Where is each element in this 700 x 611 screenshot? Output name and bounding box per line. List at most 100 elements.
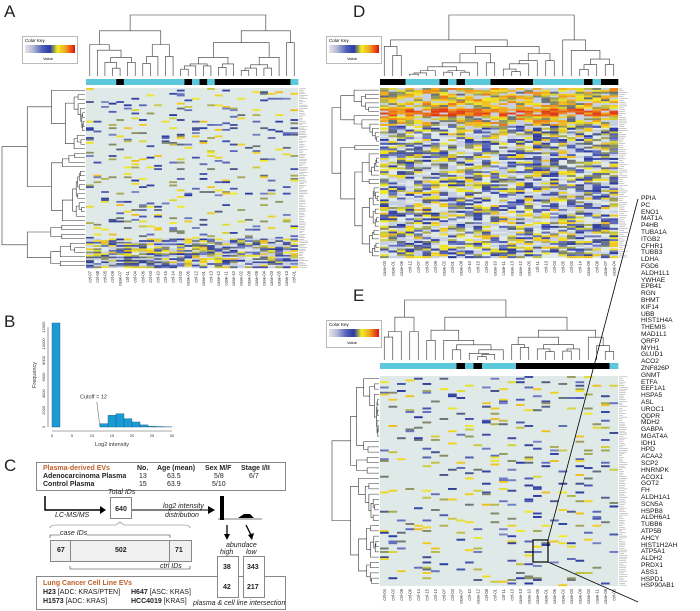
heatmap-cell	[490, 140, 500, 143]
heatmap-cell	[108, 256, 117, 259]
heatmap-cell	[524, 252, 534, 255]
heatmap-cell	[252, 240, 261, 243]
heatmap-cell	[169, 184, 178, 187]
heatmap-cell	[550, 101, 559, 104]
heatmap-cell	[567, 186, 576, 189]
heatmap-cell	[499, 129, 508, 132]
heatmap-cell	[499, 108, 508, 111]
heatmap-cell	[601, 496, 610, 499]
heatmap-cell	[169, 199, 178, 202]
heatmap-cell	[260, 204, 268, 207]
heatmap-cell	[584, 208, 593, 211]
heatmap-cell	[524, 186, 534, 189]
heatmap-cell	[229, 251, 238, 254]
heatmap-cell	[397, 224, 406, 227]
heatmap-cell	[490, 418, 500, 420]
heatmap-cell	[558, 242, 568, 245]
heatmap-cell	[439, 173, 449, 176]
heatmap-cell	[214, 245, 223, 247]
heatmap-cell	[558, 383, 568, 385]
heatmap-cell	[550, 180, 559, 183]
heatmap-cell	[490, 129, 500, 132]
heatmap-cell	[448, 248, 457, 251]
heatmap-cell	[439, 246, 449, 249]
heatmap-cell	[192, 253, 200, 256]
heatmap-cell	[541, 430, 551, 433]
heatmap-cell	[473, 154, 483, 157]
gene-label: UBB	[641, 310, 655, 318]
heatmap-cell	[116, 264, 125, 267]
heatmap-cell	[405, 99, 415, 102]
heatmap-cell	[507, 176, 517, 179]
heatmap-cell	[214, 104, 223, 107]
heatmap-cell	[414, 195, 423, 198]
heatmap-cell	[507, 254, 517, 257]
heatmap-cell	[541, 95, 551, 98]
heatmap-cell	[405, 256, 415, 259]
heatmap-cell	[169, 92, 178, 95]
heatmap-cell	[541, 544, 551, 546]
heatmap-cell	[473, 242, 483, 245]
heatmap-cell	[431, 103, 440, 106]
heatmap-cell	[414, 161, 423, 164]
heatmap-cell	[516, 231, 525, 234]
heatmap-cell	[222, 192, 231, 195]
heatmap-cell	[431, 159, 440, 162]
x-tick-label: 15	[110, 433, 115, 438]
heatmap-cell	[422, 421, 432, 424]
heatmap-cell	[388, 106, 398, 109]
heatmap-cell	[507, 227, 517, 230]
heatmap-cell	[439, 199, 449, 202]
heatmap-cell	[584, 127, 593, 130]
heatmap-cell	[108, 248, 117, 251]
heatmap-cell	[388, 146, 398, 149]
heatmap-cell	[507, 157, 517, 160]
cell-line-name: H23	[43, 589, 56, 596]
heatmap-cell	[592, 246, 602, 249]
header-age: Age (mean)	[157, 465, 196, 472]
heatmap-cell	[108, 264, 117, 267]
heatmap-cell	[524, 108, 534, 111]
heatmap-cell	[490, 184, 500, 187]
heatmap-cell	[575, 388, 585, 391]
heatmap-cell	[448, 246, 457, 249]
heatmap-cell	[550, 235, 559, 238]
heatmap-cell	[456, 156, 466, 159]
heatmap-cell	[139, 205, 147, 208]
heatmap-cell	[601, 190, 610, 193]
heatmap-cell	[456, 161, 466, 164]
dendrogram-branch	[517, 336, 559, 345]
heatmap-cell	[584, 412, 593, 415]
heatmap-cell	[116, 148, 125, 151]
heatmap-cell	[252, 248, 261, 251]
heatmap-cell	[290, 259, 299, 262]
heatmap-cell	[388, 535, 398, 538]
heatmap-cell	[516, 239, 525, 242]
heatmap-cell	[448, 171, 457, 174]
heatmap-cell	[414, 216, 423, 219]
heatmap-cell	[499, 125, 508, 128]
heatmap-cell	[465, 425, 474, 427]
heatmap-cell	[199, 142, 208, 144]
heatmap-cell	[176, 240, 185, 243]
heatmap-cell	[439, 227, 449, 230]
heatmap-cell	[465, 167, 474, 170]
heatmap-cell	[439, 184, 449, 187]
heatmap-cell	[422, 214, 432, 217]
dendrogram-branch	[443, 71, 453, 76]
dendrogram-branch	[374, 208, 379, 214]
gene-label: ATP5B	[641, 528, 662, 536]
heatmap-cell	[414, 205, 423, 208]
heatmap-cell	[592, 184, 602, 187]
heatmap-cell	[439, 99, 449, 102]
heatmap-cell	[397, 222, 406, 225]
heatmap-cell	[439, 222, 449, 225]
heatmap-cell	[567, 159, 576, 162]
heatmap-cell	[397, 212, 406, 215]
gene-label: ASS1	[641, 568, 658, 576]
heatmap-cell	[516, 190, 525, 193]
heatmap-cell	[439, 203, 449, 206]
heatmap-cell	[456, 114, 466, 117]
heatmap-cell	[558, 106, 568, 109]
heatmap-cell	[524, 101, 534, 104]
